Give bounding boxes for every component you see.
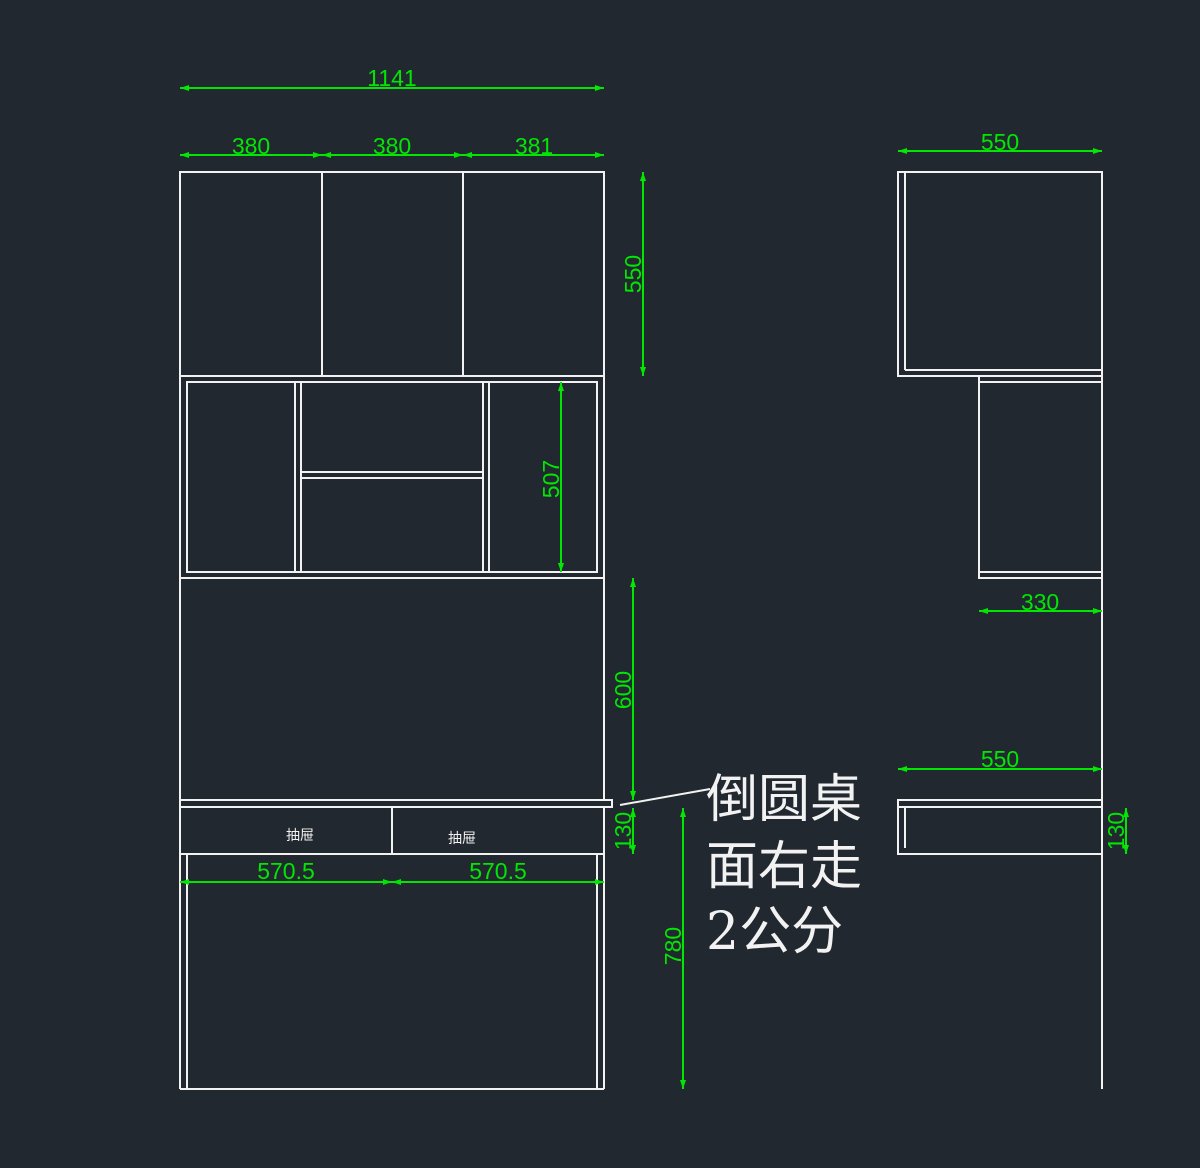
dimensions: 1141 380 380 381 550 507 600 130 570.5 5… — [180, 65, 1129, 1089]
side-drawer — [897, 806, 1103, 855]
dim-desk-left: 570.5 — [257, 858, 315, 884]
dim-arrowhead — [1093, 766, 1102, 772]
dim-arrowhead — [383, 879, 392, 885]
dim-arrowhead — [640, 172, 646, 181]
dim-arrowhead — [322, 152, 331, 158]
dim-arrowhead — [595, 152, 604, 158]
dim-arrowhead — [558, 563, 564, 572]
dim-arrowhead — [180, 85, 189, 91]
dim-side-upper: 550 — [981, 129, 1019, 155]
note-line-1: 倒圆桌 — [706, 770, 862, 830]
front-elevation: 抽屉 抽屉 — [179, 171, 613, 1090]
note-line-3: 2公分 — [706, 902, 843, 962]
dim-arrowhead — [630, 578, 636, 587]
dim-arrowhead — [680, 808, 686, 817]
dim-door-left: 380 — [232, 133, 270, 159]
upper-cabinet — [179, 171, 605, 377]
dim-arrowhead — [392, 879, 401, 885]
dim-arrowhead — [898, 766, 907, 772]
dim-arrowhead — [898, 148, 907, 154]
dim-arrowhead — [558, 382, 564, 391]
dim-shelf-height: 507 — [538, 460, 564, 498]
dim-upper-height: 550 — [620, 255, 646, 293]
dim-arrowhead — [640, 367, 646, 376]
side-desk-top — [897, 799, 1103, 808]
dim-arrowhead — [463, 152, 472, 158]
drawer-right-label: 抽屉 — [448, 831, 476, 847]
dim-arrowhead — [1123, 808, 1129, 817]
drawer-left-label: 抽屉 — [286, 828, 314, 844]
dim-arrowhead — [1123, 845, 1129, 854]
side-upper-cabinet — [897, 171, 1103, 377]
dim-arrowhead — [1093, 148, 1102, 154]
dim-arrowhead — [630, 845, 636, 854]
dim-arrowhead — [454, 152, 463, 158]
dim-arrowhead — [680, 1080, 686, 1089]
dim-gap-height: 600 — [610, 671, 636, 709]
note-line-2: 面右走 — [706, 837, 862, 897]
dim-desk-height: 780 — [660, 927, 686, 965]
dim-side-middle: 330 — [1021, 589, 1059, 615]
dim-top-thickness: 130 — [610, 812, 636, 850]
dim-arrowhead — [630, 791, 636, 800]
dim-total-width: 1141 — [367, 65, 416, 91]
dim-arrowhead — [1093, 608, 1102, 614]
dim-door-middle: 380 — [373, 133, 411, 159]
dim-arrowhead — [630, 808, 636, 817]
note-leader-line — [619, 788, 711, 806]
annotation-note: 倒圆桌 面右走 2公分 — [619, 770, 862, 962]
dim-side-thickness: 130 — [1103, 812, 1129, 850]
open-shelf-inner — [186, 381, 598, 573]
dim-arrowhead — [313, 152, 322, 158]
side-elevation — [897, 171, 1103, 1089]
dim-arrowhead — [180, 152, 189, 158]
dim-desk-right: 570.5 — [469, 858, 527, 884]
desk-top — [179, 799, 613, 808]
dim-arrowhead — [180, 879, 189, 885]
dim-arrowhead — [979, 608, 988, 614]
open-shelf-section — [179, 375, 605, 579]
side-middle-shelf — [978, 375, 1103, 579]
dim-arrowhead — [595, 85, 604, 91]
dim-door-right: 381 — [515, 133, 553, 159]
dim-side-desk: 550 — [981, 746, 1019, 772]
dim-arrowhead — [595, 879, 604, 885]
